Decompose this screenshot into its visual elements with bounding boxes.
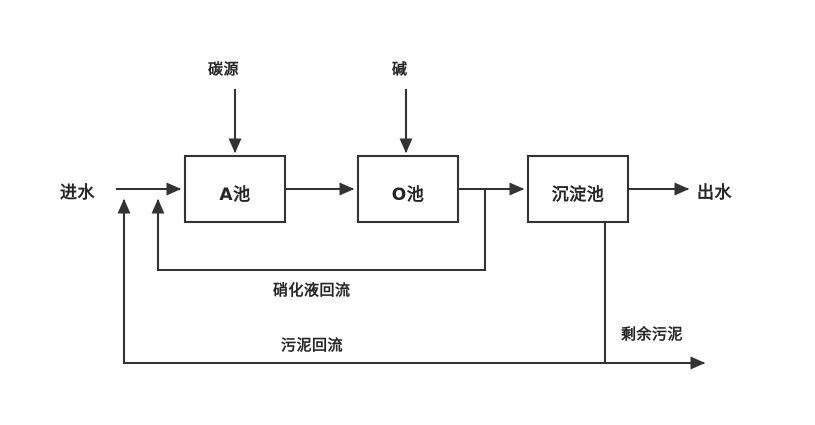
node-box-settler[interactable] <box>526 154 630 224</box>
node-box-o-tank[interactable] <box>356 154 460 224</box>
edge-nitrification-reflux <box>151 190 487 272</box>
node-box-a-tank[interactable] <box>183 154 287 224</box>
edge-excess-sludge <box>603 222 706 370</box>
edge-sludge-return <box>117 198 605 365</box>
